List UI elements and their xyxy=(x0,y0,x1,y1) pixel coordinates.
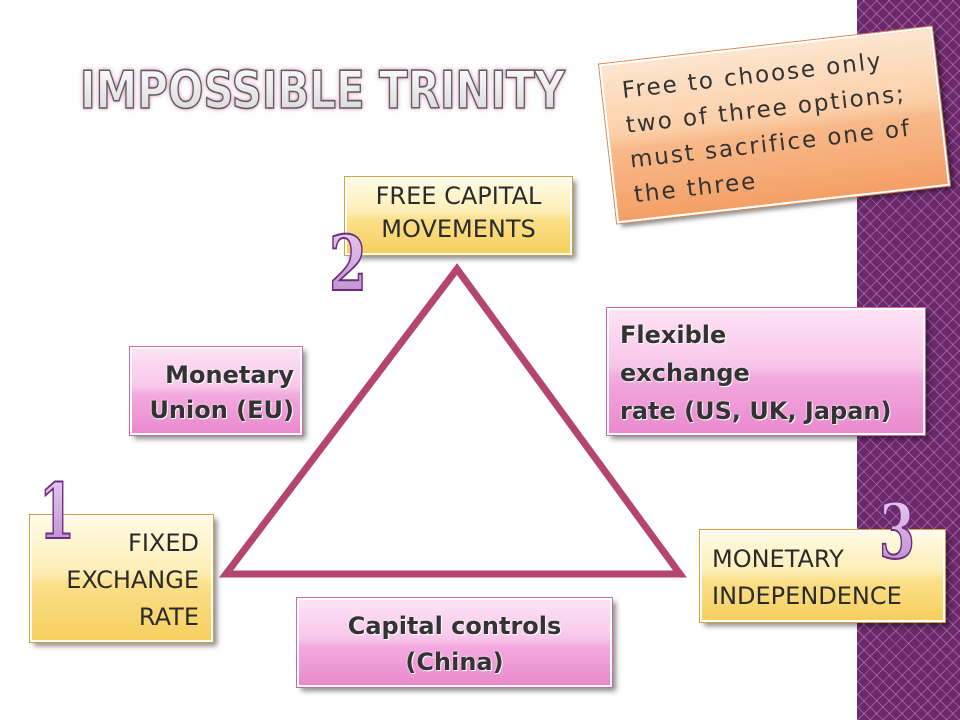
corner-box-fixed-exchange-rate: FIXED EXCHANGE RATE xyxy=(30,515,213,642)
corner-top-label-line-1: FREE CAPITAL xyxy=(375,182,542,210)
side-left-label-line-1: Monetary xyxy=(165,361,294,389)
side-bottom-label-line-2: (China) xyxy=(405,648,504,676)
side-right-label-line-3: rate (US, UK, Japan) xyxy=(620,397,892,425)
side-left-label-line-2: Union (EU) xyxy=(149,396,294,424)
side-right-label-line-1: Flexible xyxy=(620,321,727,349)
side-right-label-line-2: exchange xyxy=(620,359,750,387)
corner-box-free-capital-movements: FREE CAPITAL MOVEMENTS xyxy=(345,177,572,255)
corner-right-label-line-1: MONETARY xyxy=(712,545,844,573)
side-box-flexible-exchange-rate: Flexible exchange rate (US, UK, Japan) xyxy=(607,308,925,435)
corner-left-label-line-2: EXCHANGE xyxy=(66,566,199,594)
side-bottom-label-line-1: Capital controls xyxy=(347,612,562,640)
corner-left-label-line-1: FIXED xyxy=(128,529,199,557)
corner-left-label-line-3: RATE xyxy=(138,603,199,631)
corner-right-label-line-2: INDEPENDENCE xyxy=(712,582,902,610)
side-box-capital-controls: Capital controls (China) xyxy=(297,598,612,687)
trinity-triangle xyxy=(218,263,687,578)
corner-top-label-line-2: MOVEMENTS xyxy=(381,215,536,243)
corner-box-monetary-independence: MONETARY INDEPENDENCE xyxy=(700,530,945,622)
side-box-monetary-union: Monetary Union (EU) xyxy=(130,347,302,435)
